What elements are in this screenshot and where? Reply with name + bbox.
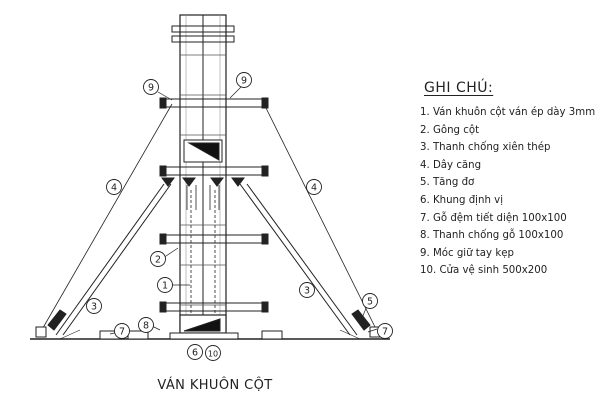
- callout-number: 2: [155, 254, 161, 265]
- callout-number: 8: [143, 320, 149, 331]
- legend-item: 9. Móc giữ tay kẹp: [420, 247, 514, 259]
- callout-circle: [187, 344, 203, 360]
- callout-number: 6: [192, 347, 198, 358]
- callout-circle: [86, 298, 102, 314]
- callout-circle: [114, 323, 130, 339]
- callout-circle: [299, 282, 315, 298]
- column-openings: [179, 139, 227, 334]
- callout-number: 3: [91, 301, 97, 312]
- legend: GHI CHÚ: 1. Ván khuôn cột ván ép dày 3mm…: [420, 80, 598, 280]
- callout-number: 5: [367, 296, 373, 307]
- legend-item: 6. Khung định vị: [420, 194, 504, 206]
- callout-number: 4: [111, 182, 117, 193]
- callout-number: 1: [162, 280, 168, 291]
- guy-wires: [39, 103, 379, 334]
- legend-list: 1. Ván khuôn cột ván ép dày 3mm 2. Gông …: [420, 104, 598, 280]
- legend-item: 10. Cửa vệ sinh 500x200: [420, 265, 548, 277]
- diagram-title: VÁN KHUÔN CỘT: [157, 378, 273, 393]
- callout-circle: [205, 345, 221, 361]
- legend-item: 3. Thanh chống xiên thép: [420, 142, 551, 154]
- legend-item: 8. Thanh chống gỗ 100x100: [420, 230, 564, 242]
- callout-number: 9: [148, 82, 154, 93]
- steel-braces: [35, 183, 381, 338]
- callout-circle: [143, 79, 159, 95]
- ground-line: [30, 329, 390, 340]
- callout-number: 4: [311, 182, 317, 193]
- callout-leaders: [109, 85, 378, 335]
- callout-number: 9: [241, 75, 247, 86]
- column-formwork: [179, 14, 227, 332]
- callout-circle: [106, 179, 122, 195]
- callout-number: 7: [382, 326, 388, 337]
- legend-item: 1. Ván khuôn cột ván ép dày 3mm: [420, 107, 596, 118]
- legend-title: GHI CHÚ:: [424, 80, 494, 96]
- callout-circle: [138, 317, 154, 333]
- callout-circle: [362, 293, 378, 309]
- legend-item: 2. Gông cột: [420, 124, 480, 136]
- callout-number: 10: [208, 349, 218, 358]
- callout-markers: 9 9 4 4 2 1 3 3 5 7 7 8 6 10: [86, 72, 393, 361]
- callout-number: 7: [119, 326, 125, 337]
- callout-circle: [157, 277, 173, 293]
- callout-circle: [236, 72, 252, 88]
- callout-number: 3: [304, 285, 310, 296]
- column-clamps: [159, 25, 269, 313]
- callout-circle: [377, 323, 393, 339]
- callout-circle: [306, 179, 322, 195]
- legend-item: 7. Gỗ đệm tiết diện 100x100: [420, 212, 567, 224]
- legend-item: 5. Tăng đơ: [420, 177, 475, 189]
- callout-circle: [150, 251, 166, 267]
- legend-item: 4. Dây căng: [420, 159, 482, 171]
